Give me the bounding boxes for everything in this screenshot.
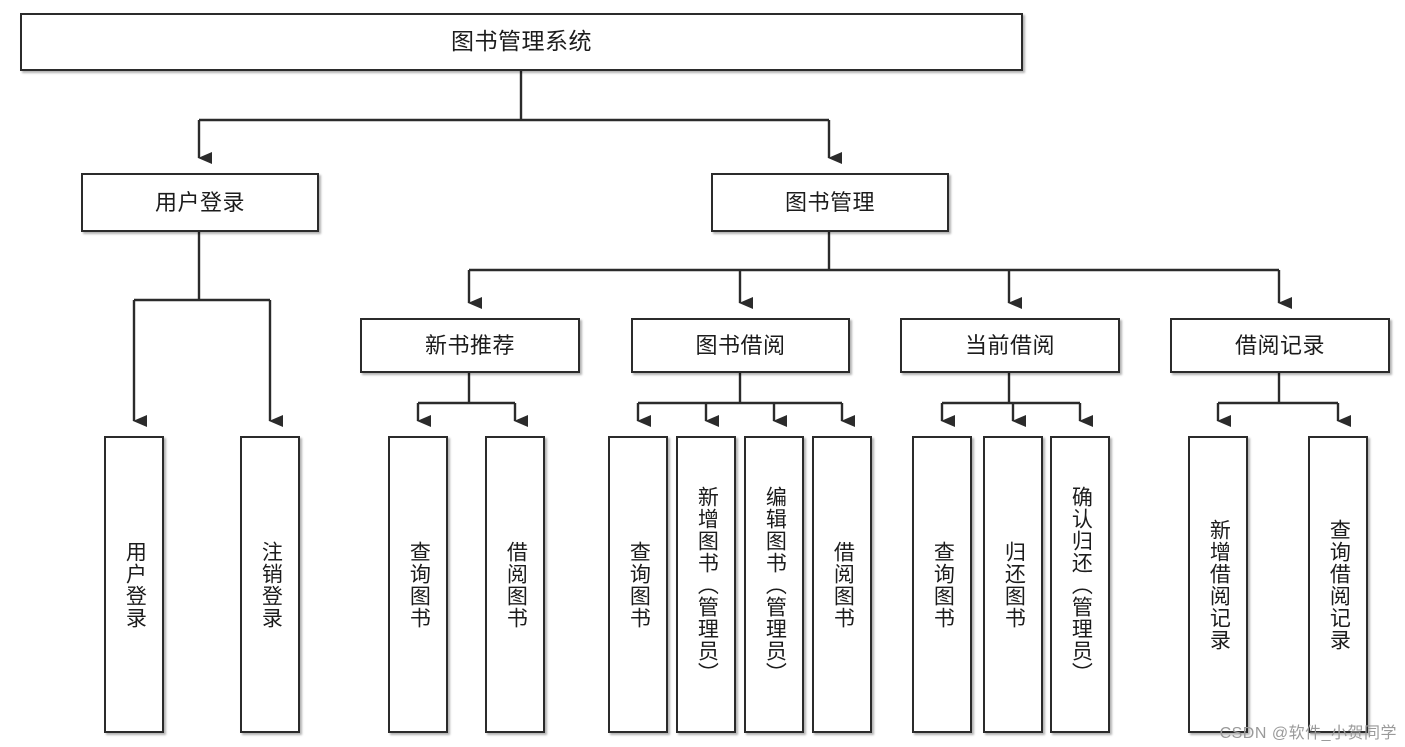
node-current-borrow[interactable]: 当前借阅 bbox=[900, 318, 1120, 373]
leaf-query-books-borrow[interactable]: 查询图书 bbox=[608, 436, 668, 733]
leaf-add-borrow-record[interactable]: 新增借阅记录 bbox=[1188, 436, 1248, 733]
leaf-edit-book-admin-label: 编辑图书（管理员） bbox=[763, 485, 787, 684]
leaf-borrow-books-label: 借阅图书 bbox=[831, 540, 855, 629]
node-book-management[interactable]: 图书管理 bbox=[711, 173, 949, 232]
node-new-book-recommend[interactable]: 新书推荐 bbox=[360, 318, 580, 373]
csdn-watermark: CSDN @软件_小贺同学 bbox=[1219, 725, 1397, 742]
leaf-query-borrow-record[interactable]: 查询借阅记录 bbox=[1308, 436, 1368, 733]
node-borrow-records-label: 借阅记录 bbox=[1234, 332, 1325, 358]
leaf-logout-label: 注销登录 bbox=[259, 540, 283, 629]
leaf-user-login-label: 用户登录 bbox=[123, 540, 147, 629]
node-new-book-recommend-label: 新书推荐 bbox=[424, 332, 515, 358]
leaf-confirm-return-admin[interactable]: 确认归还（管理员） bbox=[1050, 436, 1110, 733]
leaf-add-book-admin[interactable]: 新增图书（管理员） bbox=[676, 436, 736, 733]
leaf-edit-book-admin[interactable]: 编辑图书（管理员） bbox=[744, 436, 804, 733]
leaf-confirm-return-admin-label: 确认归还（管理员） bbox=[1069, 485, 1093, 684]
leaf-query-books-current-label: 查询图书 bbox=[931, 540, 955, 629]
leaf-query-books-current[interactable]: 查询图书 bbox=[912, 436, 972, 733]
leaf-return-books[interactable]: 归还图书 bbox=[983, 436, 1043, 733]
leaf-return-books-label: 归还图书 bbox=[1002, 540, 1026, 629]
node-user-login[interactable]: 用户登录 bbox=[81, 173, 319, 232]
leaf-query-books-new-label: 查询图书 bbox=[407, 540, 431, 629]
leaf-add-book-admin-label: 新增图书（管理员） bbox=[695, 485, 719, 684]
node-book-management-label: 图书管理 bbox=[784, 189, 875, 215]
leaf-borrow-books[interactable]: 借阅图书 bbox=[812, 436, 872, 733]
node-current-borrow-label: 当前借阅 bbox=[964, 332, 1055, 358]
node-root[interactable]: 图书管理系统 bbox=[20, 13, 1023, 71]
node-book-borrow-label: 图书借阅 bbox=[695, 332, 786, 358]
node-user-login-label: 用户登录 bbox=[154, 189, 245, 215]
leaf-logout[interactable]: 注销登录 bbox=[240, 436, 300, 733]
leaf-query-books-new[interactable]: 查询图书 bbox=[388, 436, 448, 733]
leaf-borrow-books-new[interactable]: 借阅图书 bbox=[485, 436, 545, 733]
node-borrow-records[interactable]: 借阅记录 bbox=[1170, 318, 1390, 373]
leaf-query-borrow-record-label: 查询借阅记录 bbox=[1327, 518, 1351, 651]
node-book-borrow[interactable]: 图书借阅 bbox=[631, 318, 850, 373]
node-root-label: 图书管理系统 bbox=[451, 28, 592, 55]
leaf-add-borrow-record-label: 新增借阅记录 bbox=[1207, 518, 1231, 651]
leaf-borrow-books-new-label: 借阅图书 bbox=[504, 540, 528, 629]
leaf-query-books-borrow-label: 查询图书 bbox=[627, 540, 651, 629]
leaf-user-login[interactable]: 用户登录 bbox=[104, 436, 164, 733]
